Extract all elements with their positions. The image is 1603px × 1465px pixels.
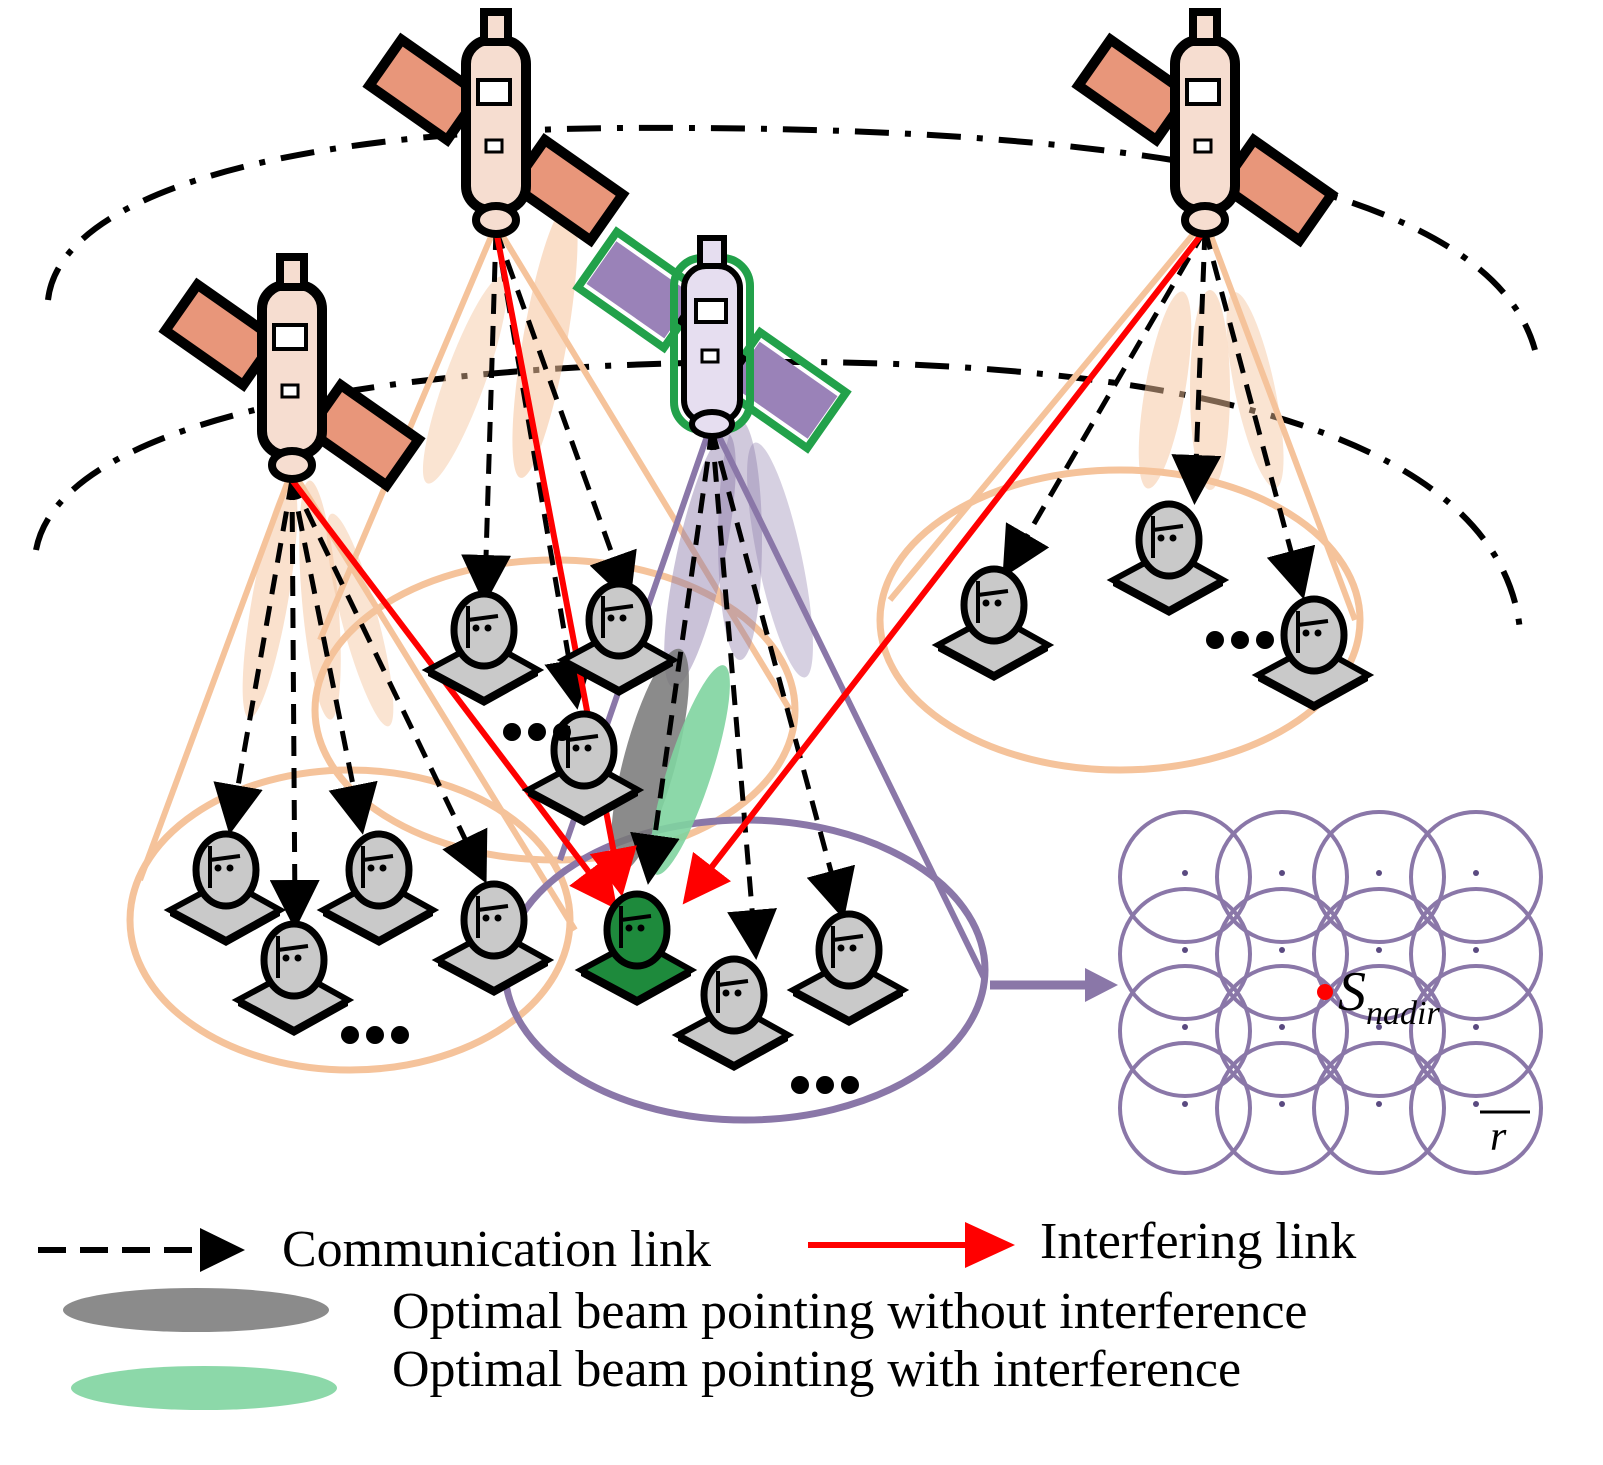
beam-cell-center: [1376, 1024, 1382, 1030]
beam-cell-center: [1473, 870, 1479, 876]
ground-terminal-icon: [323, 834, 433, 946]
beam-cell: [1215, 1041, 1349, 1175]
ground-terminal-icon: [1113, 504, 1223, 616]
legend-interfering-link: Interfering link: [808, 1213, 1356, 1270]
beam-cell: [1215, 887, 1349, 1021]
legend-beam-with-interference-label: Optimal beam pointing with interference: [392, 1341, 1241, 1398]
beam-cell-center: [1473, 1101, 1479, 1107]
beam-cell: [1312, 887, 1446, 1021]
beam-cell-center: [1182, 1101, 1188, 1107]
optimal-beam-without-interference: [611, 648, 689, 872]
legend-beam-with-interference: Optimal beam pointing with interference: [71, 1341, 1241, 1410]
zoom-arrow: [990, 968, 1118, 1002]
satellite-icon: [1078, 12, 1331, 240]
legend-beam-without-interference: Optimal beam pointing without interferen…: [63, 1283, 1308, 1340]
ground-terminal-icon: [170, 834, 280, 946]
beam-cell-center: [1376, 1101, 1382, 1107]
ground-terminal-icon: [238, 924, 348, 1036]
legend-beam-without-interference-label: Optimal beam pointing without interferen…: [392, 1283, 1308, 1340]
beam-cell: [1118, 887, 1252, 1021]
beam-cell-center: [1182, 870, 1188, 876]
legend-communication-link: Communication link: [38, 1221, 711, 1278]
beam-cell: [1409, 810, 1543, 944]
legend-interfering-link-label: Interfering link: [1040, 1213, 1356, 1270]
beam-cell: [1409, 1041, 1543, 1175]
legend: Communication link Interfering link Opti…: [38, 1213, 1356, 1410]
legend-communication-link-label: Communication link: [282, 1221, 711, 1278]
optimal-beam-with-interference: [650, 665, 730, 875]
beam-cell-center: [1473, 1024, 1479, 1030]
ground-terminal-icon: [793, 914, 903, 1026]
beam-cell: [1312, 1041, 1446, 1175]
beam-grid: [1118, 810, 1543, 1175]
satellite-icon: [165, 257, 418, 485]
beam-cell: [1215, 964, 1349, 1098]
beam-cell: [1215, 810, 1349, 944]
beam-cell: [1409, 887, 1543, 1021]
beam-cell-center: [1376, 947, 1382, 953]
beam-cell-center: [1473, 947, 1479, 953]
beam-cell-center: [1182, 1024, 1188, 1030]
ground-terminal-icon: [678, 959, 788, 1071]
beam-radius-label: r: [1490, 1114, 1507, 1160]
ground-terminal-icon: [938, 569, 1048, 681]
beam-cell-center: [1279, 1024, 1285, 1030]
beam-cell-center: [1182, 947, 1188, 953]
ground-terminal-icon: [581, 894, 691, 1006]
beam-grid-centers: [1182, 870, 1479, 1107]
beam-cell: [1118, 964, 1252, 1098]
beam-cell-center: [1279, 1101, 1285, 1107]
beam-cell: [1118, 1041, 1252, 1175]
satellite-icon: [572, 226, 852, 454]
beam-cell-center: [1376, 870, 1382, 876]
ground-terminal-icon: [428, 594, 538, 706]
nadir-label: Snadir: [1338, 961, 1440, 1032]
beam-cell: [1312, 964, 1446, 1098]
beam-cell-center: [1279, 947, 1285, 953]
beam-cell: [1118, 810, 1252, 944]
nadir-point: [1317, 984, 1333, 1000]
beam-cell: [1312, 810, 1446, 944]
ellipsis-dots: [341, 631, 1274, 1094]
beam-cell-center: [1279, 870, 1285, 876]
beam-cell: [1409, 964, 1543, 1098]
